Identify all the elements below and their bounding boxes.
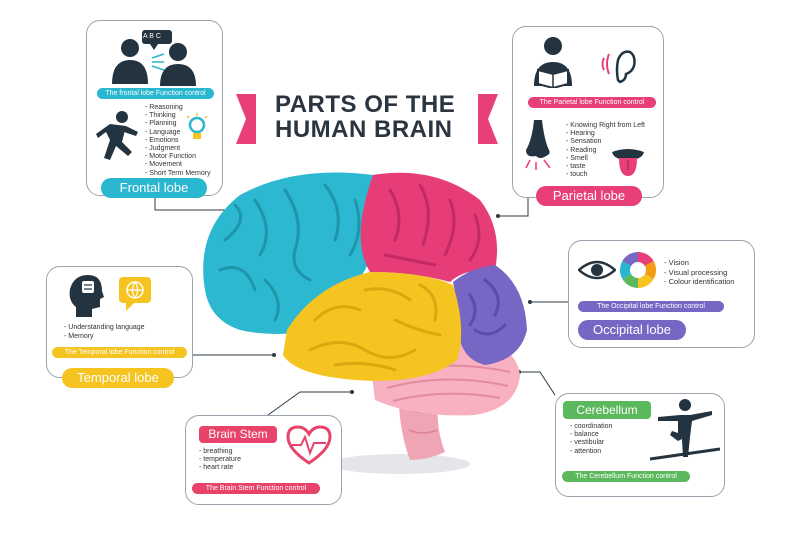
reading-person-icon bbox=[534, 37, 572, 88]
speech-bubble-text: A B C bbox=[143, 33, 161, 40]
title-ribbon bbox=[236, 94, 498, 144]
list-item: breathing bbox=[199, 448, 241, 456]
occipital-lobe bbox=[453, 265, 527, 365]
page-title-line2: HUMAN BRAIN bbox=[275, 116, 453, 143]
list-item: Colour identification bbox=[664, 277, 735, 287]
list-item: Hearing bbox=[566, 130, 645, 138]
occipital-function-list: Vision Visual processing Colour identifi… bbox=[664, 258, 735, 287]
temporal-function-label: The Temporal lobe Function control bbox=[52, 347, 187, 358]
head-profile-icon bbox=[69, 275, 104, 317]
nose-icon bbox=[525, 120, 551, 170]
list-item: Emotions bbox=[145, 137, 211, 145]
list-item: Movement bbox=[145, 161, 211, 169]
list-item: Thinking bbox=[145, 112, 211, 120]
cerebellum-function-list: coordination balance vestibular attentio… bbox=[570, 423, 612, 456]
occipital-function-label: The Occipital lobe Function control bbox=[578, 301, 724, 312]
list-item: balance bbox=[570, 431, 612, 439]
color-wheel-icon bbox=[619, 252, 657, 288]
list-item: Sensation bbox=[566, 138, 645, 146]
ear-icon bbox=[601, 50, 636, 84]
list-item: Understanding language bbox=[64, 324, 144, 333]
frontal-function-list: Reasoning Thinking Planning Language Emo… bbox=[145, 104, 211, 178]
lightbulb-icon bbox=[186, 113, 208, 139]
brain-stem-function-list: breathing temperature heart rate bbox=[199, 448, 241, 473]
temporal-lobe bbox=[283, 272, 462, 381]
list-item: heart rate bbox=[199, 464, 241, 472]
cerebellum-function-label: The Cerebellum Function control bbox=[562, 471, 690, 482]
list-item: Motor Function bbox=[145, 153, 211, 161]
occipital-lobe-title: Occipital lobe bbox=[578, 320, 686, 340]
list-item: touch bbox=[566, 171, 645, 179]
brain-stem-function-label: The Brain Stem Function control bbox=[192, 483, 320, 494]
list-item: Memory bbox=[64, 333, 145, 342]
frontal-function-label: The frontal lobe Function control bbox=[97, 88, 214, 99]
temporal-function-list: Understanding language Memory bbox=[64, 324, 145, 342]
talking-people-icon bbox=[112, 30, 196, 86]
list-item: temperature bbox=[199, 456, 241, 464]
temporal-lobe-title: Temporal lobe bbox=[62, 368, 174, 388]
list-item: coordination bbox=[570, 423, 612, 431]
globe-chat-icon bbox=[119, 277, 151, 311]
brain-shadow bbox=[330, 454, 470, 474]
list-item: Judgment bbox=[145, 145, 211, 153]
balancing-person-icon bbox=[650, 399, 720, 461]
list-item: Vision bbox=[664, 258, 734, 268]
list-item: attention bbox=[570, 448, 612, 456]
running-person-icon bbox=[96, 111, 138, 160]
brain-stem-title: Brain Stem bbox=[199, 426, 277, 443]
heart-pulse-icon bbox=[286, 425, 332, 465]
list-item: Reasoning bbox=[145, 104, 211, 112]
parietal-lobe-title: Parietal lobe bbox=[536, 186, 642, 206]
cerebellum-title: Cerebellum bbox=[563, 401, 651, 419]
list-item: Planning bbox=[145, 120, 211, 128]
list-item: taste bbox=[566, 163, 645, 171]
list-item: Visual processing bbox=[664, 268, 734, 278]
tongue-icon bbox=[612, 149, 644, 176]
page-title-line1: PARTS OF THE bbox=[275, 91, 456, 118]
frontal-lobe-title: Frontal lobe bbox=[101, 178, 207, 198]
list-item: Reading bbox=[566, 147, 645, 155]
parietal-function-list: Knowing Right from Left Hearing Sensatio… bbox=[566, 122, 645, 179]
list-item: Smell bbox=[566, 155, 645, 163]
list-item: Language bbox=[145, 129, 211, 137]
list-item: vestibular bbox=[570, 439, 612, 447]
brain-illustration bbox=[203, 172, 527, 474]
eye-icon bbox=[578, 260, 616, 280]
parietal-function-label: The Parietal lobe Function control bbox=[528, 97, 656, 108]
list-item: Short Term Memory bbox=[145, 170, 210, 178]
list-item: Knowing Right from Left bbox=[566, 122, 645, 130]
